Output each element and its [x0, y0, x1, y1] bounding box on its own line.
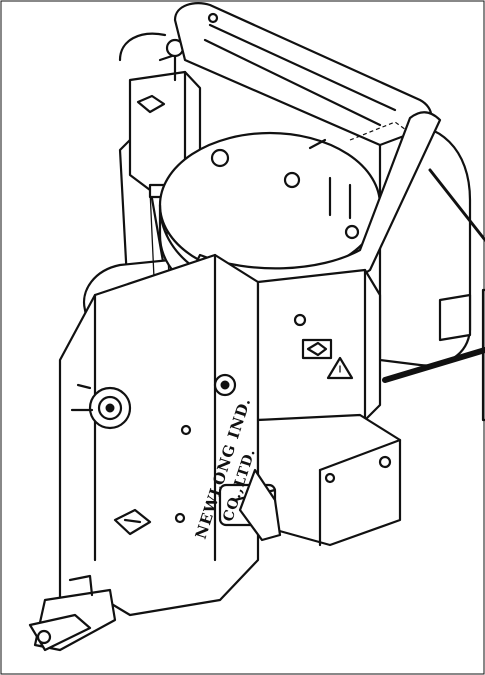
gearbox-panel — [256, 268, 382, 422]
top-arm-handle — [173, 2, 433, 147]
arm-logo — [113, 508, 152, 536]
feed-housing — [218, 413, 402, 547]
presser-foot — [28, 574, 117, 652]
main-body — [58, 253, 260, 617]
thread-tension-knob — [70, 383, 132, 430]
newlong-logo-icon — [301, 338, 333, 360]
